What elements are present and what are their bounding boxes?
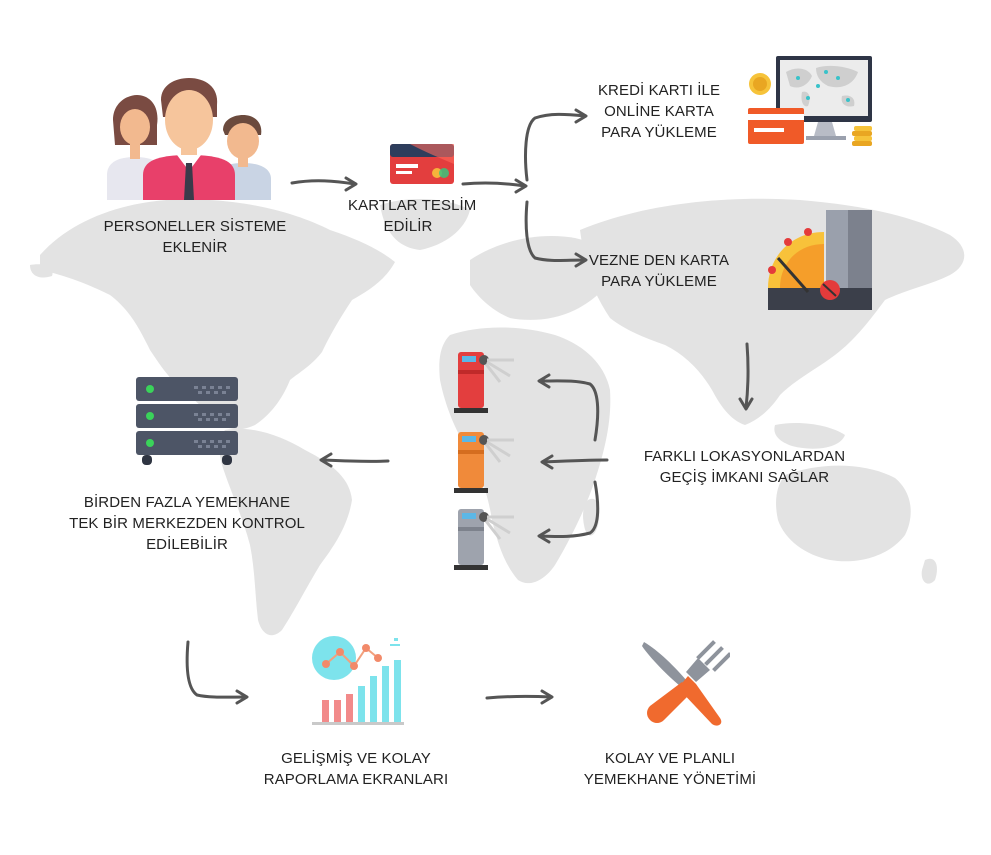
step-label-online: KREDİ KARTI İLE ONLİNE KARTA PARA YÜKLEM…: [597, 82, 721, 141]
arrow-cards-to-split: [461, 178, 528, 194]
step-label-central: BİRDEN FAZLA YEMEKHANE TEK BİR MERKEZDEN…: [69, 494, 305, 553]
turnstile-icon: [454, 352, 514, 413]
step-label-cashier: VEZNE DEN KARTA PARA YÜKLEME: [588, 252, 730, 290]
step-label-reports: GELİŞMİŞ VE KOLAY RAPORLAMA EKRANLARI: [263, 750, 449, 788]
online-payment-icon: [748, 56, 872, 146]
arrow-to-turnstile-top: [537, 373, 600, 442]
arrow-to-turnstile-middle: [540, 454, 609, 470]
people-icon: [107, 78, 271, 200]
arrow-to-central: [319, 452, 390, 468]
cashier-gauge-icon: [768, 210, 872, 310]
credit-card-icon: [390, 144, 454, 184]
arrow-reports-to-management: [485, 689, 554, 705]
arrow-personnel-to-cards: [290, 176, 358, 192]
turnstile-icon: [454, 432, 514, 493]
step-label-management: KOLAY VE PLANLI YEMEKHANE YÖNETİMİ: [583, 750, 757, 788]
report-chart-icon: [312, 636, 404, 725]
arrow-cashier-to-locations: [738, 342, 754, 411]
cutlery-icon: [642, 640, 730, 726]
turnstile-icon: [454, 509, 514, 570]
arrow-to-cashier: [524, 200, 588, 268]
arrow-to-online: [524, 108, 588, 182]
step-label-locations: FARKLI LOKASYONLARDAN GEÇİŞ İMKANI SAĞLA…: [643, 448, 846, 486]
server-icon: [136, 377, 238, 465]
arrow-central-to-reports: [185, 640, 249, 705]
step-label-personnel: PERSONELLER SİSTEME EKLENİR: [103, 218, 287, 256]
step-label-cards: KARTLAR TESLİM EDİLİR: [348, 197, 477, 235]
arrow-to-turnstile-bottom: [537, 480, 600, 544]
